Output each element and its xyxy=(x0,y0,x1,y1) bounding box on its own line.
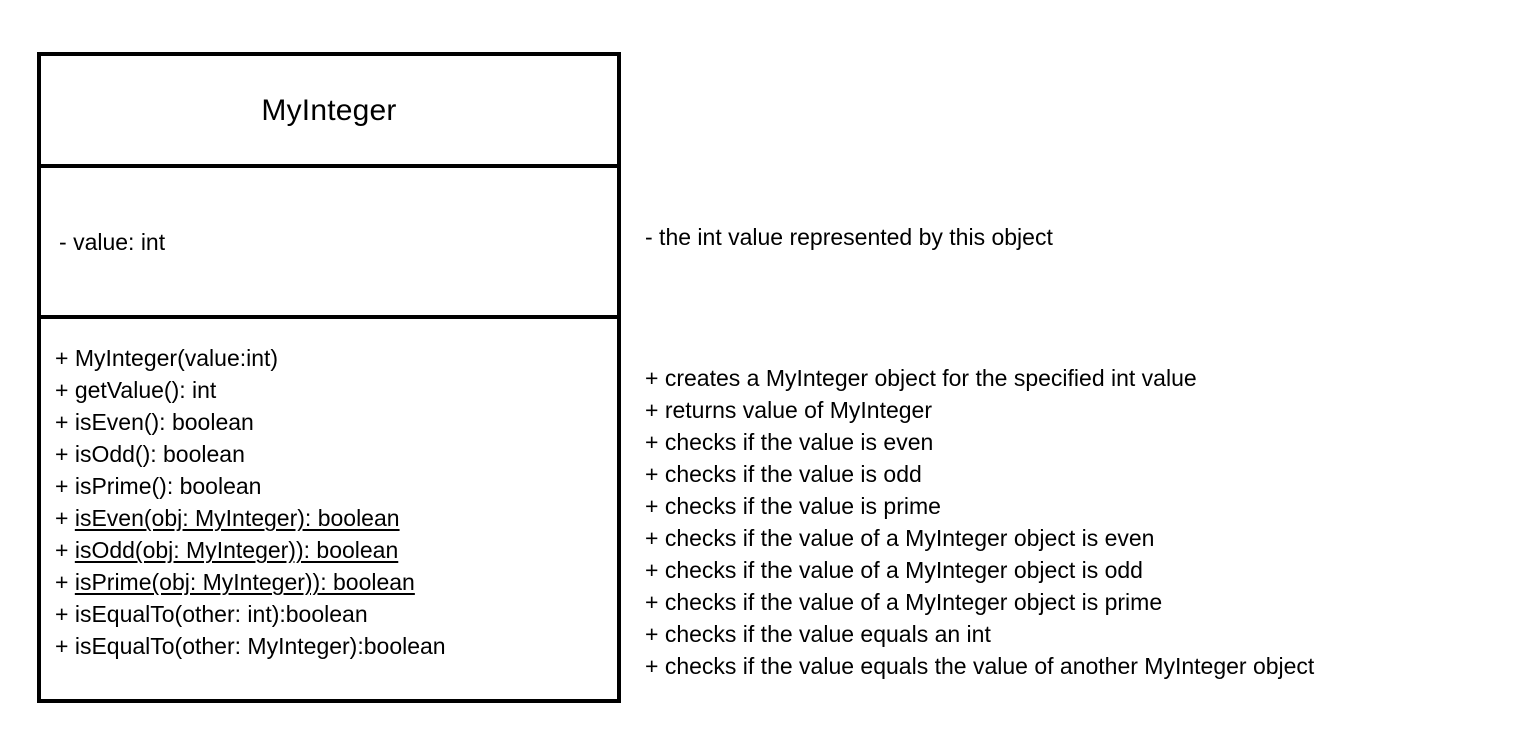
visibility-public-icon: + xyxy=(55,633,69,659)
operation-row: + isEqualTo(other: int):boolean xyxy=(55,598,617,630)
operation-note: + checks if the value is even xyxy=(645,429,934,455)
operation-row-static: + isOdd(obj: MyInteger)): boolean xyxy=(55,534,617,566)
operation-row: + getValue(): int xyxy=(55,374,617,406)
operation-signature: isOdd(): boolean xyxy=(74,441,245,467)
operation-row: + MyInteger(value:int) xyxy=(55,342,617,374)
attribute-signature: value: int xyxy=(73,228,166,255)
operation-row: + isEqualTo(other: MyInteger):boolean xyxy=(55,630,617,662)
operation-note: + checks if the value equals the value o… xyxy=(645,653,1315,679)
operation-notes-group: + creates a MyInteger object for the spe… xyxy=(645,362,1314,682)
uml-class-box: MyInteger - value: int + MyInteger(value… xyxy=(37,52,621,703)
class-name-compartment: MyInteger xyxy=(41,56,617,168)
operation-note: + checks if the value of a MyInteger obj… xyxy=(645,589,1163,615)
operation-note: + checks if the value of a MyInteger obj… xyxy=(645,525,1155,551)
operation-row-static: + isEven(obj: MyInteger): boolean xyxy=(55,502,617,534)
visibility-public-icon: + xyxy=(55,537,69,563)
attribute-note: - the int value represented by this obje… xyxy=(645,224,1053,250)
visibility-public-icon: + xyxy=(55,377,69,403)
class-attributes-compartment: - value: int xyxy=(41,168,617,319)
operation-signature: MyInteger(value:int) xyxy=(74,345,279,371)
operation-signature: isEven(obj: MyInteger): boolean xyxy=(74,505,400,531)
operation-signature: isOdd(obj: MyInteger)): boolean xyxy=(74,537,399,563)
operation-note: + checks if the value of a MyInteger obj… xyxy=(645,557,1143,583)
visibility-public-icon: + xyxy=(55,409,69,435)
operation-note: + checks if the value is prime xyxy=(645,493,941,519)
visibility-private-icon: - xyxy=(59,228,67,255)
operation-signature: isEqualTo(other: MyInteger):boolean xyxy=(74,633,446,659)
operation-signature: isEven(): boolean xyxy=(74,409,254,435)
operation-signature: getValue(): int xyxy=(74,377,217,403)
visibility-public-icon: + xyxy=(55,569,69,595)
annotation-column: - the int value represented by this obje… xyxy=(645,0,1505,738)
visibility-public-icon: + xyxy=(55,601,69,627)
attribute-row: - value: int xyxy=(59,226,617,258)
class-name-label: MyInteger xyxy=(261,93,397,127)
operation-signature: isPrime(): boolean xyxy=(74,473,262,499)
visibility-public-icon: + xyxy=(55,473,69,499)
operation-note: + checks if the value equals an int xyxy=(645,621,991,647)
operation-row: + isPrime(): boolean xyxy=(55,470,617,502)
operation-note: + returns value of MyInteger xyxy=(645,397,933,423)
class-operations-compartment: + MyInteger(value:int) + getValue(): int… xyxy=(41,319,617,662)
operation-note: + creates a MyInteger object for the spe… xyxy=(645,365,1197,391)
operation-row: + isEven(): boolean xyxy=(55,406,617,438)
visibility-public-icon: + xyxy=(55,441,69,467)
operation-row: + isOdd(): boolean xyxy=(55,438,617,470)
operation-signature: isPrime(obj: MyInteger)): boolean xyxy=(74,569,415,595)
visibility-public-icon: + xyxy=(55,505,69,531)
operation-row-static: + isPrime(obj: MyInteger)): boolean xyxy=(55,566,617,598)
operation-signature: isEqualTo(other: int):boolean xyxy=(74,601,368,627)
operation-note: + checks if the value is odd xyxy=(645,461,922,487)
visibility-public-icon: + xyxy=(55,345,69,371)
